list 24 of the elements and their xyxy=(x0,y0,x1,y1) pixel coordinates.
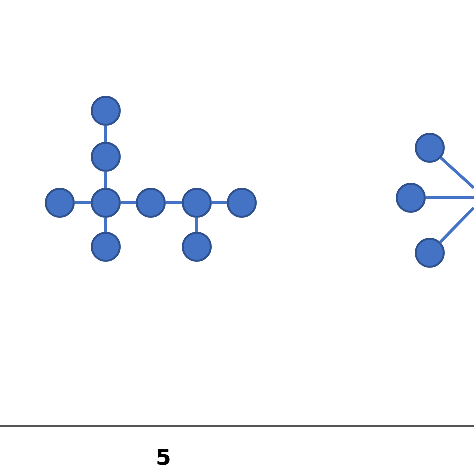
graph-vertex xyxy=(396,183,426,213)
connector-line xyxy=(166,202,182,204)
connector-line xyxy=(104,126,108,142)
graph-vertex xyxy=(415,133,445,163)
connector-line xyxy=(104,172,108,188)
connector-line xyxy=(426,196,474,200)
connector-line xyxy=(121,202,136,204)
graph-vertex xyxy=(182,232,212,262)
graph-vertex xyxy=(182,188,212,218)
graph-vertex xyxy=(91,96,121,126)
connector-line xyxy=(440,156,474,190)
graph-vertex xyxy=(415,238,445,268)
graph-vertex xyxy=(136,188,166,218)
graph-vertex xyxy=(91,142,121,172)
connector-line xyxy=(212,202,227,204)
connector-line xyxy=(104,218,108,232)
graph-vertex xyxy=(91,232,121,262)
graph-vertex xyxy=(45,188,75,218)
figure-number: 5 xyxy=(156,447,172,472)
graph-vertex xyxy=(227,188,257,218)
graph-vertex xyxy=(91,188,121,218)
connector-line xyxy=(75,202,91,204)
connector-line xyxy=(196,218,198,232)
connector-line xyxy=(439,206,474,244)
